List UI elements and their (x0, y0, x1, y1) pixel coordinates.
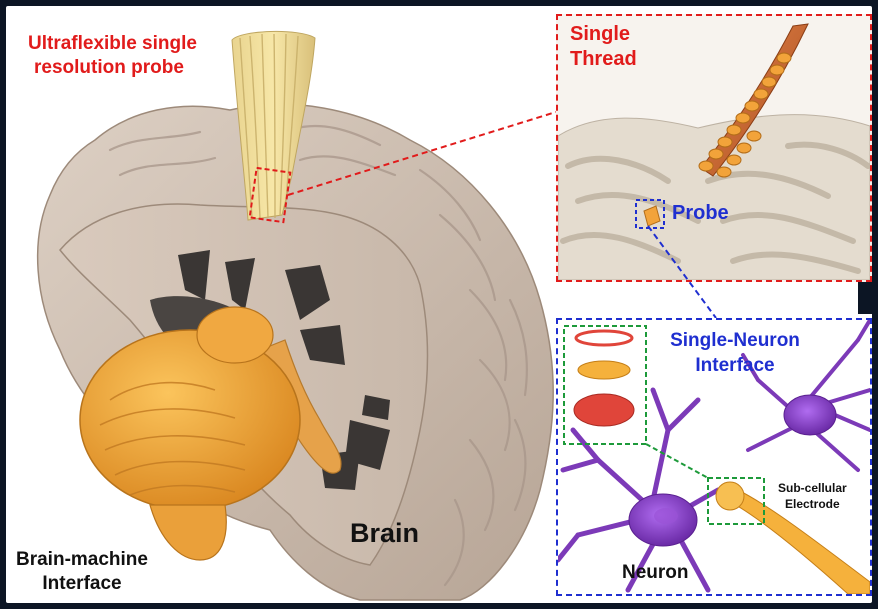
brain-label: Brain (350, 518, 419, 549)
single-thread-line2: Thread (570, 47, 637, 72)
single-thread-line1: Single (570, 22, 637, 47)
right-edge-strip (858, 282, 872, 314)
probe-title-line2: resolution probe (28, 56, 197, 80)
layer-base (574, 394, 634, 426)
single-thread-label: Single Thread (570, 22, 637, 72)
probe-title: Ultraflexible single resolution probe (28, 32, 197, 80)
bmi-line2: Interface (16, 572, 148, 596)
interface-line2: Interface (655, 353, 815, 378)
bmi-label: Brain-machine Interface (16, 548, 148, 596)
single-neuron-interface-label: Single-Neuron Interface (655, 328, 815, 378)
subcellular-line1: Sub-cellular (778, 480, 847, 496)
layer-gold (578, 361, 630, 379)
subcellular-line2: Electrode (778, 496, 847, 512)
bmi-line1: Brain-machine (16, 548, 148, 572)
layer-ring (576, 331, 632, 345)
subcellular-electrode-label: Sub-cellular Electrode (778, 480, 847, 512)
neuron-label: Neuron (622, 562, 689, 584)
probe-label: Probe (672, 202, 729, 225)
interface-line1: Single-Neuron (655, 328, 815, 353)
probe-title-line1: Ultraflexible single (28, 32, 197, 56)
